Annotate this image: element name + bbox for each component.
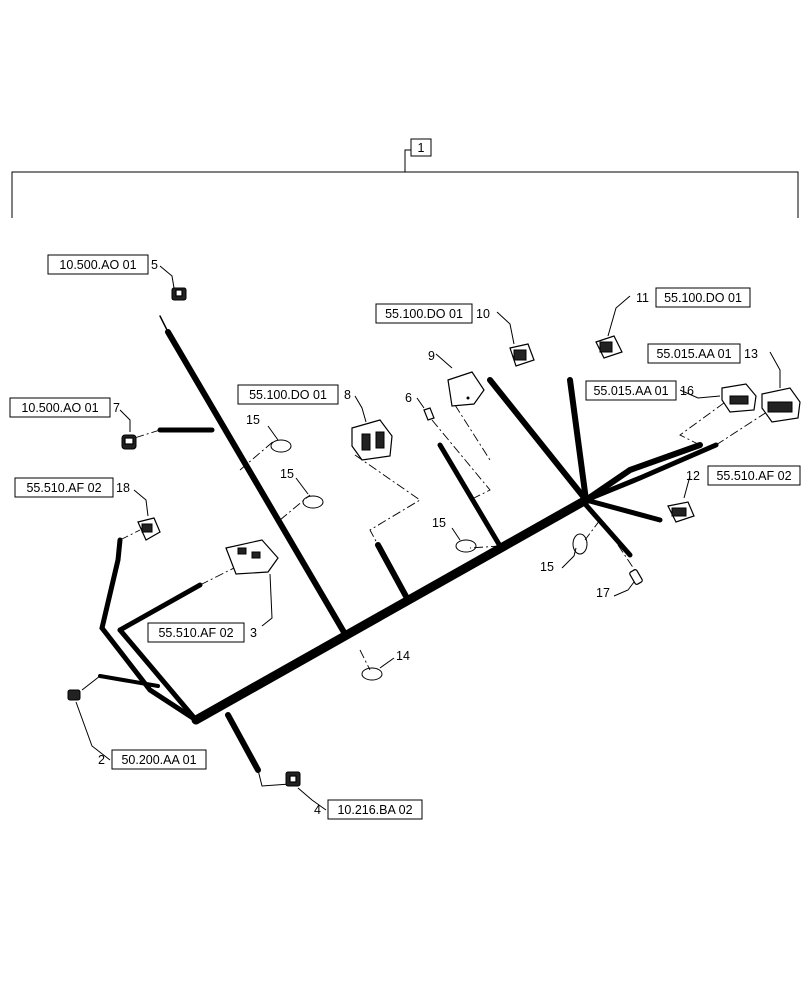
connector-18: [137, 517, 161, 541]
callout-16: 55.015.AA 01 16: [585, 380, 694, 401]
ref-label: 50.200.AA 01: [121, 753, 196, 767]
callout-12: 12 55.510.AF 02: [686, 465, 801, 486]
ref-label: 55.015.AA 01: [656, 347, 731, 361]
callout-leaders: [75, 265, 781, 811]
connector-13: [761, 387, 801, 423]
ref-label: 55.015.AA 01: [593, 384, 668, 398]
harness-wires: [81, 315, 719, 787]
item-number: 10: [476, 307, 490, 321]
callout-4: 4 10.216.BA 02: [314, 799, 423, 820]
ref-label: 55.510.AF 02: [716, 469, 791, 483]
label-17: 17: [596, 586, 610, 600]
connector-6: [423, 407, 435, 421]
callout-10: 55.100.DO 01 10: [375, 303, 490, 324]
label-15: 15: [540, 560, 554, 574]
ref-label: 55.100.DO 01: [249, 388, 327, 402]
callout-7: 10.500.AO 01 7: [9, 397, 120, 418]
item-number: 12: [686, 469, 700, 483]
ref-label: 55.100.DO 01: [664, 291, 742, 305]
label-9: 9: [428, 349, 435, 363]
pin-17: [629, 569, 643, 585]
connector-12: [667, 501, 695, 523]
leader-lines: [119, 399, 771, 671]
clip-15-a: [270, 439, 292, 453]
connector-16: [721, 383, 757, 413]
ref-label: 10.216.BA 02: [337, 803, 412, 817]
callout-18: 55.510.AF 02 18: [14, 477, 130, 498]
ref-label: 55.100.DO 01: [385, 307, 463, 321]
item-number: 7: [113, 401, 120, 415]
connector-10: [509, 343, 535, 367]
callout-3: 55.510.AF 02 3: [147, 622, 257, 643]
item-number: 4: [314, 803, 321, 817]
ref-label: 55.510.AF 02: [26, 481, 101, 495]
callout-2: 2 50.200.AA 01: [98, 749, 207, 770]
connector-2: [67, 689, 81, 701]
label-15: 15: [432, 516, 446, 530]
item-number: 16: [680, 384, 694, 398]
item-number: 18: [116, 481, 130, 495]
connector-5: [171, 287, 187, 301]
assembly-bracket: 1: [11, 138, 799, 218]
callout-8: 55.100.DO 01 8: [237, 384, 351, 405]
ref-label: 10.500.AO 01: [59, 258, 136, 272]
label-15: 15: [280, 467, 294, 481]
callout-13: 55.015.AA 01 13: [647, 343, 758, 364]
connector-3: [225, 539, 279, 575]
item-number: 13: [744, 347, 758, 361]
label-6: 6: [405, 391, 412, 405]
label-14: 14: [396, 649, 410, 663]
callout-11: 11 55.100.DO 01: [636, 287, 751, 308]
connector-4: [285, 771, 301, 787]
connector-7: [121, 434, 137, 450]
clip-14: [361, 667, 383, 681]
item-number: 5: [151, 258, 158, 272]
connector-8: [351, 419, 393, 461]
clip-15-c: [455, 539, 477, 553]
ref-label: 55.510.AF 02: [158, 626, 233, 640]
assembly-number: 1: [418, 141, 425, 155]
item-number: 11: [636, 291, 649, 305]
item-number: 3: [250, 626, 257, 640]
callout-5: 10.500.AO 01 5: [47, 254, 158, 275]
connector-11: [595, 335, 623, 359]
item-number: 2: [98, 753, 105, 767]
clip-15-b: [302, 495, 324, 509]
connector-9: [447, 371, 485, 407]
clip-15-d: [572, 533, 588, 555]
ref-label: 10.500.AO 01: [21, 401, 98, 415]
item-number: 8: [344, 388, 351, 402]
label-15: 15: [246, 413, 260, 427]
